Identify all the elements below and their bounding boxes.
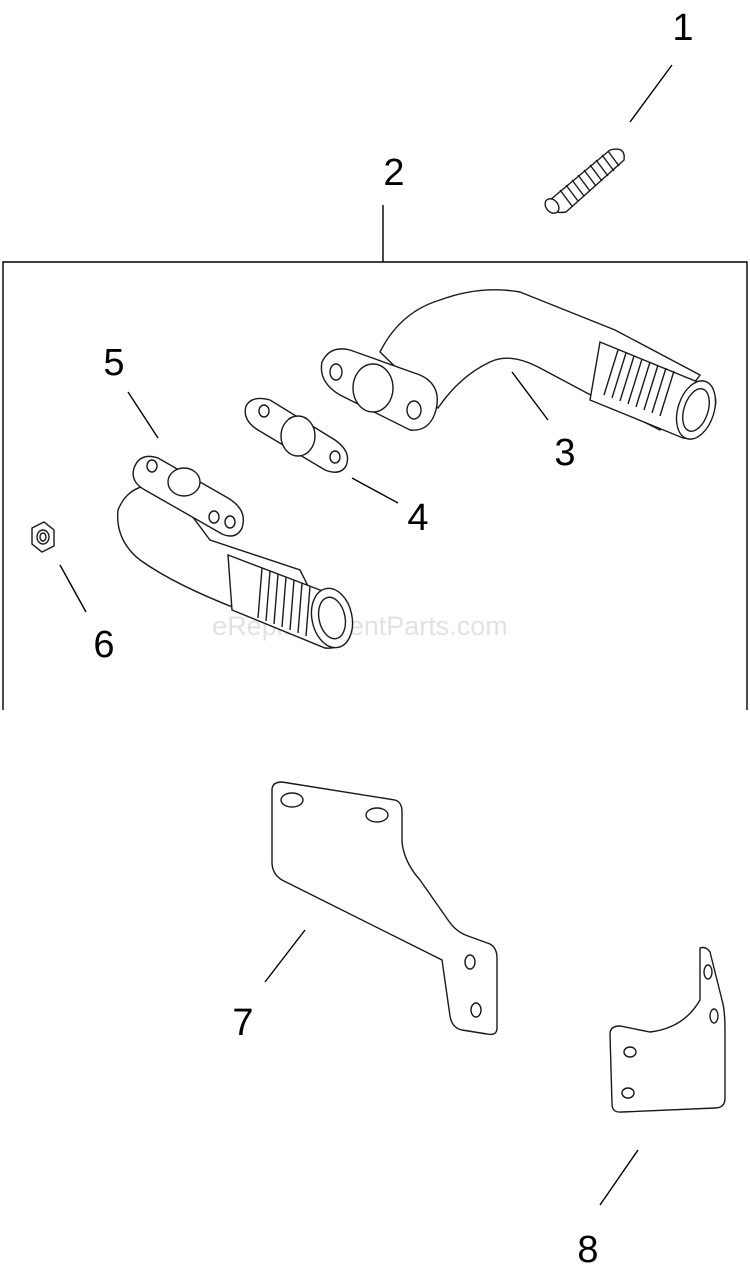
- callout-6: 6: [93, 624, 114, 666]
- callout-4: 4: [407, 497, 428, 539]
- callout-3: 3: [554, 432, 575, 474]
- callout-2: 2: [383, 152, 404, 194]
- kit-bracket-frame: [2, 205, 748, 710]
- part-1-stud[interactable]: [542, 148, 625, 216]
- part-7-mounting-bracket[interactable]: [271, 781, 498, 1036]
- part-4-gasket[interactable]: [244, 397, 349, 473]
- part-8-angle-bracket[interactable]: [609, 946, 726, 1113]
- part-3-exhaust-pipe[interactable]: [320, 289, 722, 444]
- callout-7: 7: [232, 1002, 253, 1044]
- callout-1: 1: [672, 7, 693, 49]
- part-5-exhaust-elbow[interactable]: [116, 455, 358, 651]
- callout-5: 5: [103, 342, 124, 384]
- part-6-hex-nut[interactable]: [31, 521, 55, 553]
- callout-8: 8: [577, 1229, 598, 1271]
